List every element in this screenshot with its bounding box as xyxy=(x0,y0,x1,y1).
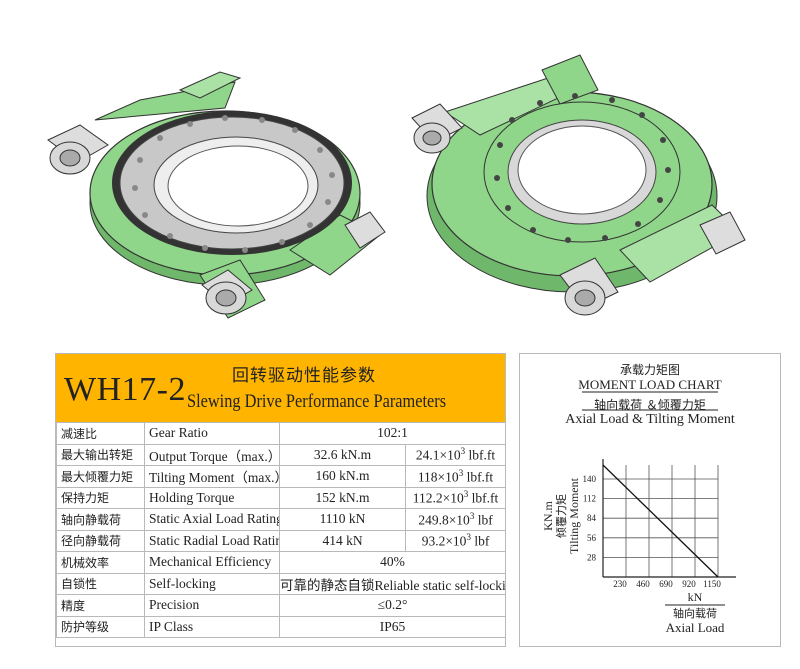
x-tick-label: 920 xyxy=(682,579,696,589)
moment-load-chart-panel: 承载力矩图 MOMENT LOAD CHART 轴向载荷 ＆倾覆力矩 Axial… xyxy=(519,353,781,647)
param-value: 40% xyxy=(278,551,507,574)
param-metric: 414 kN xyxy=(279,529,406,552)
x-tick-label: 690 xyxy=(659,579,673,589)
param-name-cn: 机械效率 xyxy=(56,551,145,574)
y-tick-label: 140 xyxy=(583,474,597,484)
chart-subtitle-cn: 轴向载荷 ＆倾覆力矩 xyxy=(594,398,706,412)
motor-end-icon xyxy=(411,103,463,154)
param-name-en: Precision xyxy=(144,594,280,617)
param-name-en: Static Radial Load Rating xyxy=(144,529,280,552)
param-name-en: Self-locking xyxy=(144,572,280,595)
x-tick-label: 460 xyxy=(636,579,650,589)
chart-subtitle-en: Axial Load & Tilting Moment xyxy=(565,412,735,427)
param-imperial-unit: lbf.ft xyxy=(465,447,496,463)
param-imperial-base: 93.2×10 xyxy=(421,533,467,549)
param-name-cn: 径向静载荷 xyxy=(56,529,145,552)
chart-title-en: MOMENT LOAD CHART xyxy=(578,377,722,392)
param-value: 可靠的静态自锁Reliable static self-locking xyxy=(278,572,507,595)
param-name-cn: 最大倾覆力矩 xyxy=(56,465,145,488)
y-tick-label: 56 xyxy=(587,533,597,543)
slewing-drive-image-right xyxy=(411,54,746,316)
param-name-en: IP Class xyxy=(144,615,280,638)
param-value: IP65 xyxy=(278,615,507,638)
param-value: ≤0.2° xyxy=(278,594,507,617)
y-tick-label: 112 xyxy=(583,494,596,504)
param-name-cn: 轴向静载荷 xyxy=(56,508,145,531)
param-name-en: Tilting Moment（max.） xyxy=(144,465,280,488)
parameters-panel: WH17-2 回转驱动性能参数 Slewing Drive Performanc… xyxy=(55,353,507,647)
param-name-cn: 防护等级 xyxy=(56,615,145,638)
param-imperial-exponent: 3 xyxy=(469,510,475,521)
title-en: Slewing Drive Performance Parameters xyxy=(187,391,447,412)
title-cn: 回转驱动性能参数 xyxy=(232,366,376,386)
param-metric: 32.6 kN.m xyxy=(279,443,406,466)
y-tick-label: 84 xyxy=(587,513,597,523)
param-metric: 160 kN.m xyxy=(279,465,406,488)
param-name-cn: 精度 xyxy=(56,594,145,617)
param-name-en: Holding Torque xyxy=(144,486,280,509)
param-imperial: 93.2×103 lbf xyxy=(404,529,507,552)
model-name: WH17-2 xyxy=(64,371,186,408)
param-value: 102:1 xyxy=(278,422,507,445)
x-tick-label: 230 xyxy=(613,579,627,589)
slewing-drive-image-left xyxy=(47,71,386,319)
param-imperial-exponent: 3 xyxy=(466,532,471,542)
param-imperial-base: 249.8×10 xyxy=(418,512,470,527)
param-name-cn: 保持力矩 xyxy=(56,486,145,509)
y-tick-label: 28 xyxy=(587,552,597,562)
param-imperial-exponent: 3 xyxy=(463,489,469,499)
motor-end-icon xyxy=(559,211,746,316)
param-name-cn: 减速比 xyxy=(56,422,145,445)
param-name-en: Static Axial Load Rating xyxy=(144,508,280,531)
param-imperial-base: 112.2×10 xyxy=(412,490,464,506)
motor-end-icon xyxy=(201,211,386,315)
param-name-en: Mechanical Efficiency xyxy=(144,551,280,574)
y-axis-label: Tilting Moment xyxy=(567,477,581,554)
chart-title-cn: 承载力矩图 xyxy=(619,363,680,377)
title-bar: WH17-2 回转驱动性能参数 Slewing Drive Performanc… xyxy=(56,354,505,422)
param-imperial: 118×103 lbf.ft xyxy=(404,465,507,488)
param-imperial-unit: lbf.ft xyxy=(468,490,499,506)
param-metric: 1110 kN xyxy=(279,508,406,531)
x-axis-label-cn: 轴向载荷 xyxy=(673,606,717,620)
param-imperial-unit: lbf xyxy=(470,533,490,549)
param-imperial-base: 118×10 xyxy=(417,469,459,484)
param-imperial-exponent: 3 xyxy=(458,467,464,478)
x-tick-label: 1150 xyxy=(703,579,721,589)
param-imperial: 249.8×103 lbf xyxy=(404,508,507,531)
load-curve-line xyxy=(602,464,719,578)
param-imperial-unit: lbf.ft xyxy=(463,469,494,484)
x-axis-label: Axial Load xyxy=(666,620,725,635)
product-images xyxy=(47,54,746,319)
motor-end-icon xyxy=(47,124,109,175)
param-name-en: Gear Ratio xyxy=(144,422,280,445)
y-axis-label-cn: 倾覆力矩 xyxy=(555,494,568,538)
param-imperial: 112.2×103 lbf.ft xyxy=(404,486,507,509)
y-axis-unit: KN.m xyxy=(541,501,555,531)
param-imperial: 24.1×103 lbf.ft xyxy=(404,443,507,466)
param-name-cn: 自锁性 xyxy=(56,572,145,595)
param-name-cn: 最大输出转矩 xyxy=(56,443,145,466)
param-imperial-unit: lbf xyxy=(474,512,493,527)
x-axis-unit: kN xyxy=(688,590,703,604)
param-name-en: Output Torque（max.） xyxy=(144,443,280,466)
param-imperial-base: 24.1×10 xyxy=(415,447,461,463)
param-imperial-exponent: 3 xyxy=(460,446,466,456)
param-metric: 152 kN.m xyxy=(279,486,406,509)
